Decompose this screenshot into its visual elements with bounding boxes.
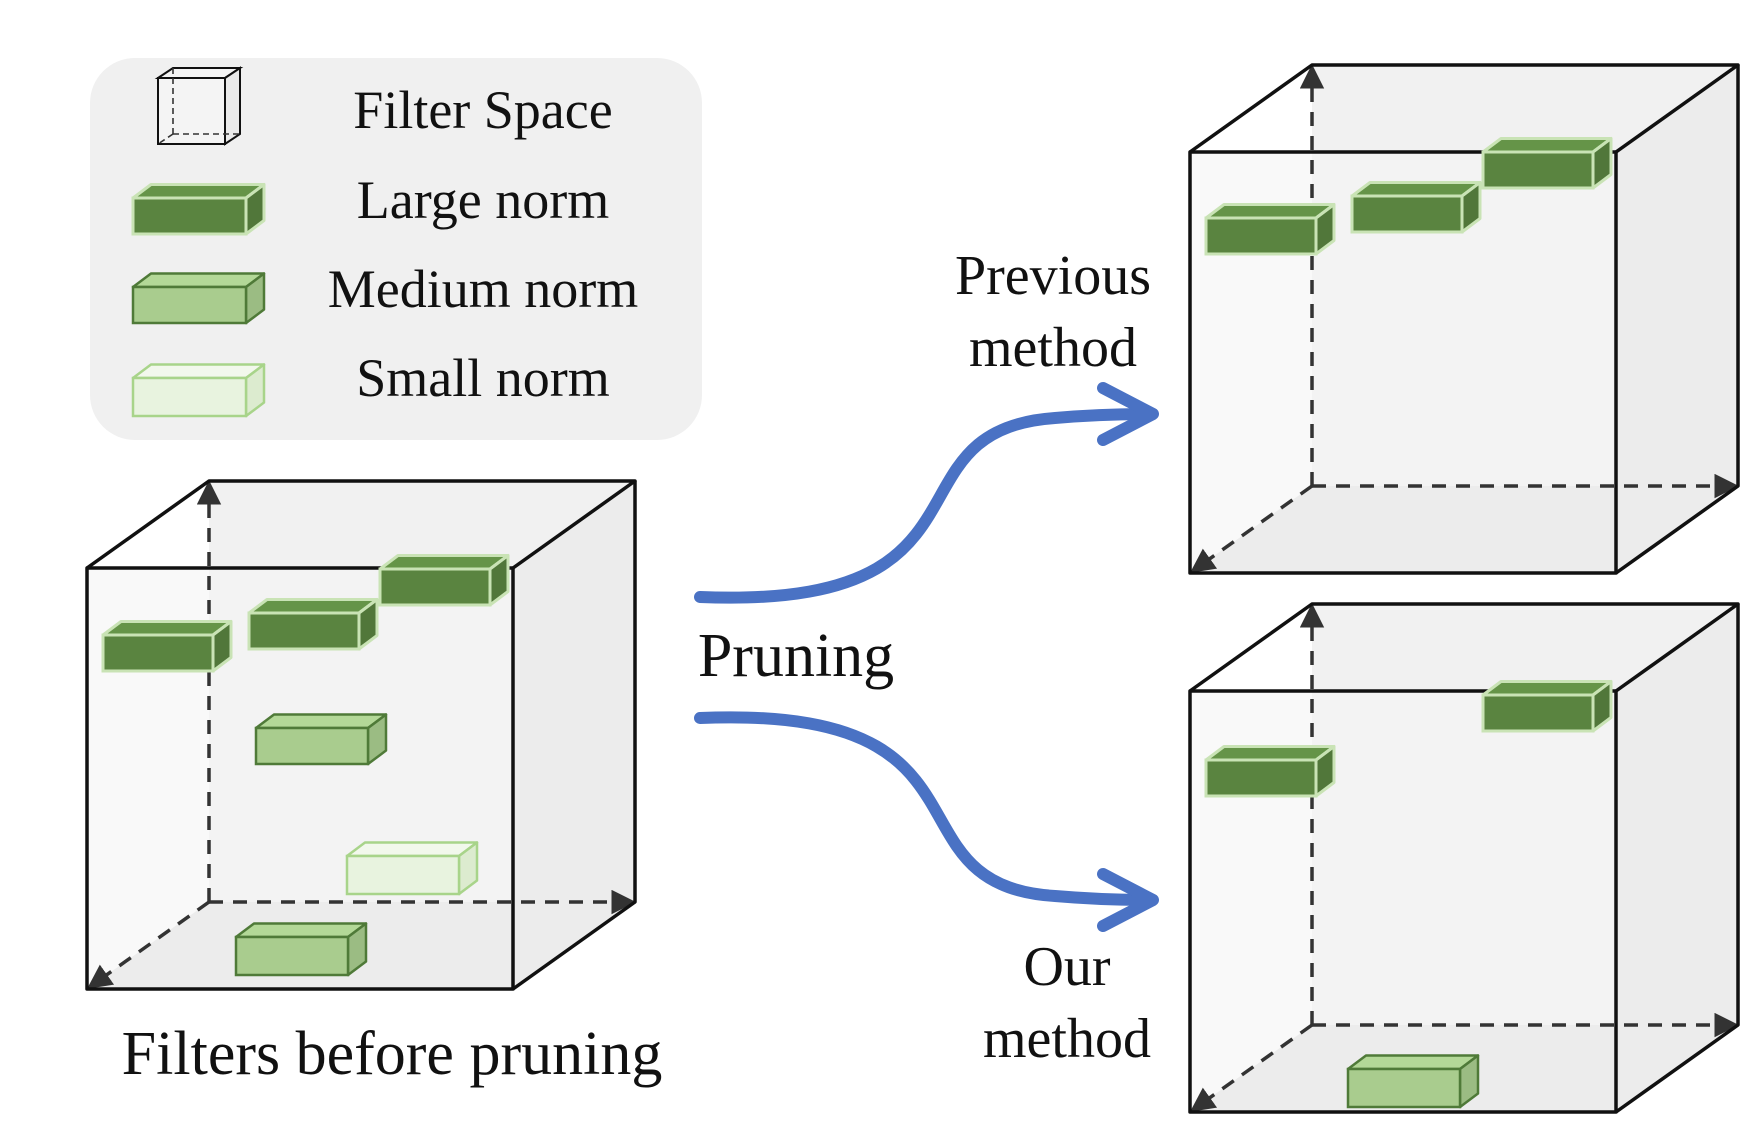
cube-our-method (1188, 602, 1740, 1114)
filter-block-large (378, 554, 510, 607)
filter-block-large (1481, 137, 1613, 190)
filter-block-large (247, 598, 379, 651)
filter-block-large (101, 620, 233, 673)
pruning-arrow-lower (694, 711, 1159, 932)
legend-label-small-norm: Small norm (356, 348, 610, 408)
label-pruning: Pruning (698, 622, 894, 690)
cube-before-pruning (85, 479, 637, 991)
filters-our-method (1204, 680, 1613, 1109)
label-our-method-line2: method (983, 1008, 1151, 1070)
pruning-arrow-upper (694, 382, 1159, 604)
filter-block-medium (254, 713, 388, 766)
filter-block-medium (1346, 1054, 1480, 1109)
filter-space-icon (154, 66, 244, 146)
medium-norm-icon (131, 272, 266, 325)
filters-before-pruning (101, 554, 510, 977)
legend-label-filter-space: Filter Space (353, 80, 612, 140)
label-our-method-line1: Our (1023, 936, 1110, 998)
filter-block-large (1481, 680, 1613, 733)
legend-label-medium-norm: Medium norm (328, 259, 638, 319)
filter-block-medium (234, 922, 368, 977)
legend-background (90, 58, 702, 440)
cube-previous-method (1188, 63, 1740, 575)
filters-previous-method (1204, 137, 1613, 256)
label-previous-method-line2: method (969, 317, 1137, 379)
label-filters-before-pruning: Filters before pruning (122, 1020, 663, 1088)
large-norm-icon (131, 183, 266, 236)
legend-label-large-norm: Large norm (357, 170, 609, 230)
legend: Filter Space Large norm Medium norm Smal… (90, 58, 702, 440)
small-norm-icon (131, 363, 266, 418)
label-previous-method-line1: Previous (955, 245, 1151, 307)
filter-block-large (1204, 203, 1336, 256)
filter-block-large (1350, 181, 1482, 234)
filter-block-small (345, 841, 479, 896)
filter-block-large (1204, 745, 1336, 798)
